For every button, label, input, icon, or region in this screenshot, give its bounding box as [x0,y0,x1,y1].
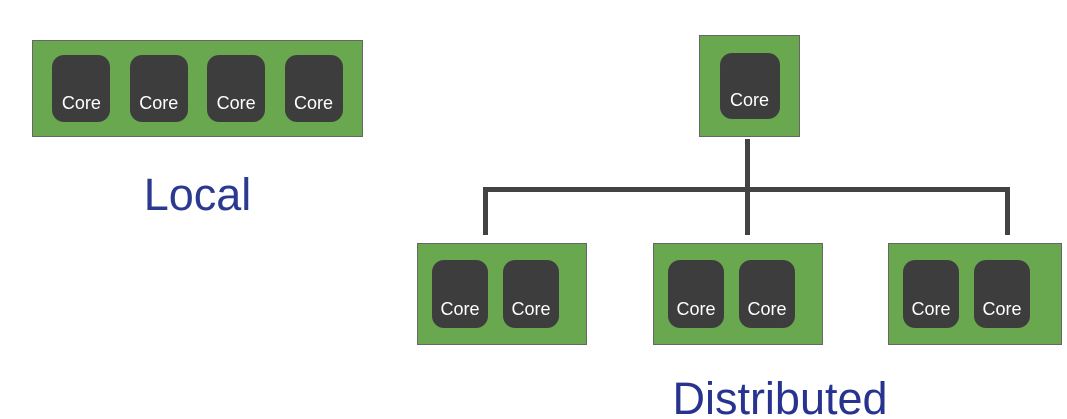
core-chip: Core [503,260,559,328]
core-label: Core [139,93,179,113]
core-chip: Core [668,260,724,328]
worker-node-board: Core Core [653,243,823,345]
head-node-board: Core [699,35,800,137]
worker-node-board: Core Core [417,243,587,345]
core-chip: Core [739,260,795,328]
core-label: Core [982,299,1022,319]
local-label: Local [143,169,252,220]
core-label: Core [440,299,480,319]
core-label: Core [911,299,951,319]
distributed-label: Distributed [672,373,888,419]
worker-node-board: Core Core [888,243,1062,345]
core-chip: Core [903,260,959,328]
core-chip: Core [129,55,188,122]
core-chip: Core [207,55,266,122]
connector-vertical-left [483,187,488,235]
core-label: Core [294,93,334,113]
core-chip: Core [432,260,488,328]
connector-vertical-right [1005,187,1010,235]
core-chip: Core [719,53,780,119]
core-label: Core [729,90,769,110]
core-label: Core [676,299,716,319]
core-label: Core [61,93,101,113]
core-label: Core [216,93,256,113]
core-chip: Core [52,55,111,122]
core-chip: Core [974,260,1030,328]
core-label: Core [747,299,787,319]
connector-horizontal-bar [483,187,1010,192]
local-cpu-board: Core Core Core Core [32,40,363,137]
core-chip: Core [284,55,343,122]
core-label: Core [511,299,551,319]
